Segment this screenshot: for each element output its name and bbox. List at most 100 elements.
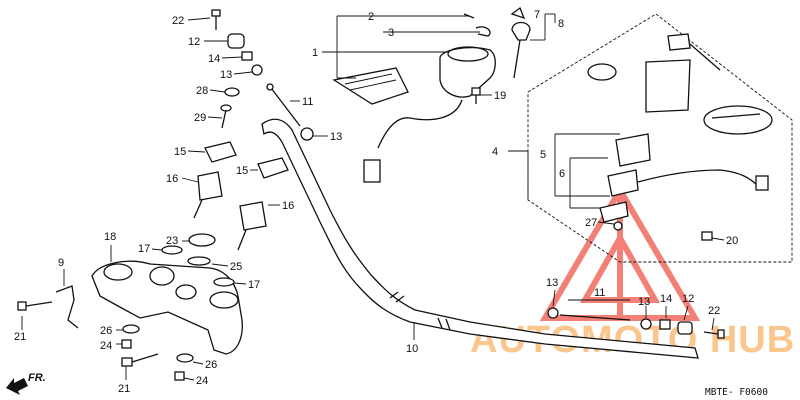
handle-holder-upper-15-left (204, 141, 237, 163)
callout-22-second: 22 (708, 305, 720, 317)
callout-14-second: 14 (660, 293, 672, 305)
stem-nut-23 (188, 233, 216, 247)
bolt-21-bottom (121, 353, 159, 367)
callouts: 22 12 14 13 28 29 11 13 15 16 15 16 2 3 … (14, 9, 738, 395)
washer-17-right (213, 277, 235, 287)
front-arrow-icon (6, 378, 28, 395)
bolt-21-left (17, 301, 53, 311)
lock-key-head (667, 33, 691, 51)
nut-13-second (300, 127, 314, 141)
diagram-code: MBTE- F0600 (705, 387, 768, 398)
callout-14: 14 (208, 53, 220, 65)
callout-21: 21 (14, 331, 26, 343)
callout-11-second: 11 (594, 287, 605, 299)
callout-5: 5 (540, 149, 546, 161)
key-head (511, 21, 531, 41)
bar-end-weight-12-right (677, 321, 693, 335)
nut-24-bottom (174, 371, 185, 381)
lock-assembly-4 (527, 13, 793, 263)
callout-23: 23 (166, 235, 178, 247)
handle-holder-lower-16-left (193, 171, 223, 219)
washer-17-left (161, 245, 183, 255)
cap-28 (224, 87, 240, 97)
lock-wire (637, 169, 759, 187)
washer-25 (187, 256, 211, 266)
bolt-20 (701, 231, 713, 241)
callout-28: 28 (196, 85, 208, 97)
collar-14 (241, 51, 253, 61)
bracket-9 (55, 285, 79, 329)
front-label: FR. (28, 372, 46, 384)
nut-24-top (121, 339, 132, 349)
key-cover-7 (510, 6, 526, 20)
bolt-29 (220, 104, 232, 129)
callout-25: 25 (230, 261, 242, 273)
callout-12-second: 12 (682, 293, 694, 305)
holder-mount-hole-rear (175, 284, 197, 300)
screw-part-22-right (703, 329, 725, 339)
assembly-boundary (527, 13, 793, 263)
screw-19 (471, 87, 481, 104)
handle-holder-upper-15-right (257, 157, 289, 179)
callout-2: 2 (368, 11, 374, 23)
lock-connector (755, 175, 769, 191)
clip-27 (613, 221, 623, 231)
callout-19: 19 (494, 90, 506, 102)
handlebar-10 (261, 118, 699, 359)
top-bridge-assembly (17, 233, 243, 381)
collar-14-right (659, 319, 671, 330)
ignition-wire (377, 99, 463, 149)
fuel-cap (703, 105, 773, 135)
callout-8: 8 (558, 18, 564, 30)
lock-body-6 (607, 169, 639, 197)
washer-26-top (122, 324, 140, 334)
callout-13-third: 13 (546, 277, 558, 289)
nut-13-right-second (640, 318, 652, 330)
callout-13-second: 13 (330, 131, 342, 143)
callout-24-second: 24 (196, 375, 208, 387)
callout-20: 20 (726, 235, 738, 247)
screw-part-22-top (211, 9, 221, 30)
clip-3 (475, 26, 491, 37)
callout-15-second: 15 (236, 165, 248, 177)
ignition-switch-body (439, 46, 496, 98)
callout-17-second: 17 (248, 279, 260, 291)
callout-1: 1 (312, 47, 318, 59)
callout-13: 13 (220, 69, 232, 81)
washer-26-bottom (176, 353, 194, 363)
front-direction-indicator: FR. (6, 372, 46, 395)
leader-lines (21, 13, 725, 381)
callout-22: 22 (172, 15, 184, 27)
steering-stem-hole (149, 266, 175, 286)
callout-26-second: 26 (205, 359, 217, 371)
callout-16-second: 16 (282, 200, 294, 212)
callout-7: 7 (534, 9, 540, 21)
handle-holder-lower-16-right (237, 201, 267, 251)
switch-assembly (332, 6, 531, 183)
key-blade (513, 39, 521, 79)
callout-27: 27 (585, 217, 597, 229)
callout-10: 10 (406, 343, 418, 355)
callout-18: 18 (104, 231, 116, 243)
nut-13 (251, 64, 263, 76)
ignition-connector (363, 159, 381, 183)
callout-9: 9 (58, 257, 64, 269)
callout-11: 11 (302, 96, 313, 108)
steering-lock-cylinder (645, 59, 691, 113)
fork-clamp-right-hole (209, 291, 239, 309)
callout-17: 17 (138, 243, 150, 255)
inner-weight-rod-11-right (559, 314, 631, 321)
left-small-parts (193, 9, 314, 251)
top-bridge-18 (91, 260, 243, 355)
callout-4: 4 (492, 146, 498, 158)
callout-24: 24 (100, 340, 112, 352)
seat-lock-cylinder (587, 63, 617, 81)
bar-end-weight-12 (227, 33, 245, 49)
lock-cover (599, 201, 629, 223)
nut-13-right (547, 307, 559, 319)
callout-16: 16 (166, 173, 178, 185)
inner-weight-rod-11 (266, 83, 301, 127)
fork-clamp-left-hole (103, 263, 133, 281)
fuel-cap-rib (711, 113, 761, 119)
